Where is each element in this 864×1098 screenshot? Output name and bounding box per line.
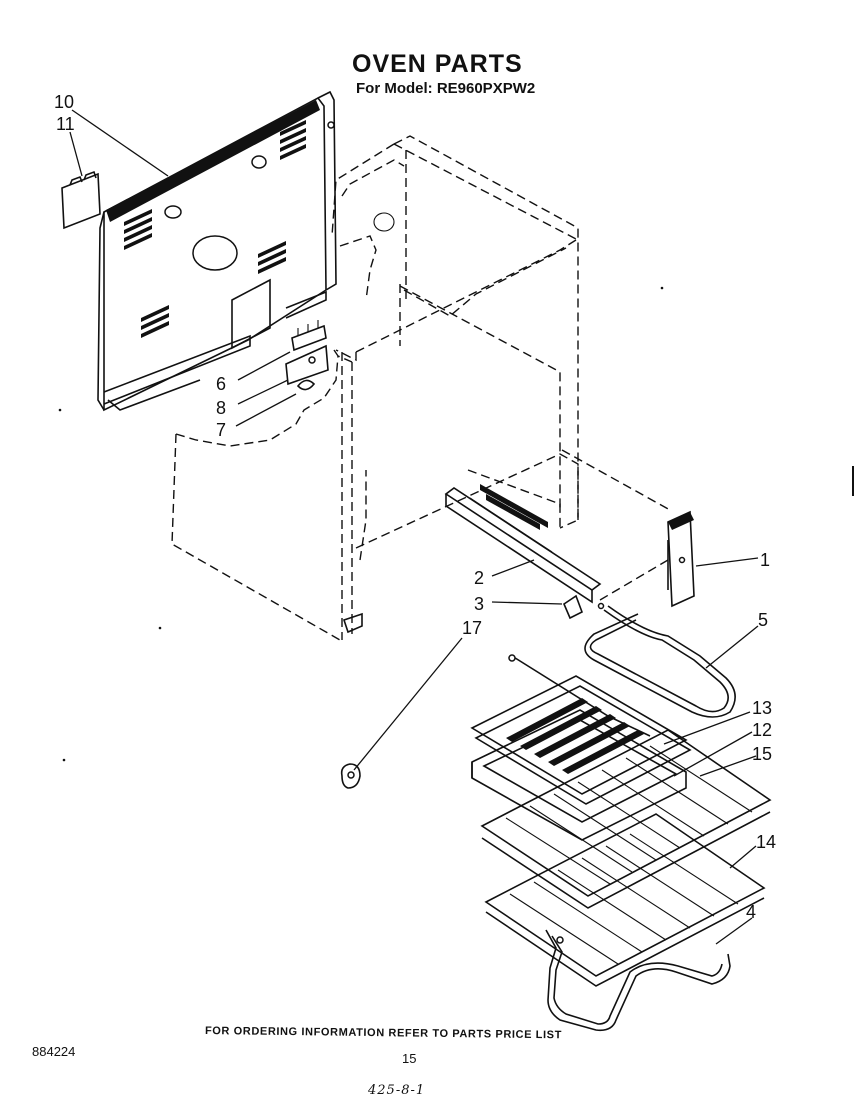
callout-5: 5 <box>758 610 768 630</box>
oven-rail <box>444 484 602 604</box>
page-title: OVEN PARTS <box>352 50 523 78</box>
handwritten-note: 425-8-1 <box>368 1083 426 1098</box>
callout-1: 1 <box>760 550 770 570</box>
oven-racks <box>480 729 772 987</box>
side-bracket <box>667 510 695 608</box>
callout-14: 14 <box>756 832 776 852</box>
leader-lines <box>69 109 759 945</box>
document-number: 884224 <box>32 1044 76 1059</box>
callout-6: 6 <box>216 374 226 394</box>
callout-11: 11 <box>56 114 75 134</box>
callout-10: 10 <box>54 92 74 112</box>
callout-17: 17 <box>462 618 482 638</box>
terminal-parts <box>285 320 329 391</box>
broiler-pan <box>470 675 692 841</box>
rear-panel <box>97 90 337 412</box>
scan-specks <box>58 286 854 762</box>
callout-7: 7 <box>216 420 226 440</box>
oven-cavity-outline <box>171 135 671 641</box>
callout-12: 12 <box>752 720 772 740</box>
bake-element <box>545 929 731 1032</box>
broil-element <box>508 605 736 737</box>
clip-part <box>563 594 605 620</box>
callout-4: 4 <box>746 902 756 922</box>
page-number: 15 <box>402 1051 417 1066</box>
callout-13: 13 <box>752 698 772 718</box>
callout-3: 3 <box>474 594 484 614</box>
grommet-part <box>340 763 361 789</box>
callout-labels: 10 11 6 8 7 1 2 3 17 5 13 12 15 14 4 <box>54 92 776 922</box>
callout-8: 8 <box>216 398 226 418</box>
panel-bracket <box>61 170 101 230</box>
callout-2: 2 <box>474 568 484 588</box>
model-number: For Model: RE960PXPW2 <box>356 80 536 97</box>
callout-15: 15 <box>752 744 772 764</box>
